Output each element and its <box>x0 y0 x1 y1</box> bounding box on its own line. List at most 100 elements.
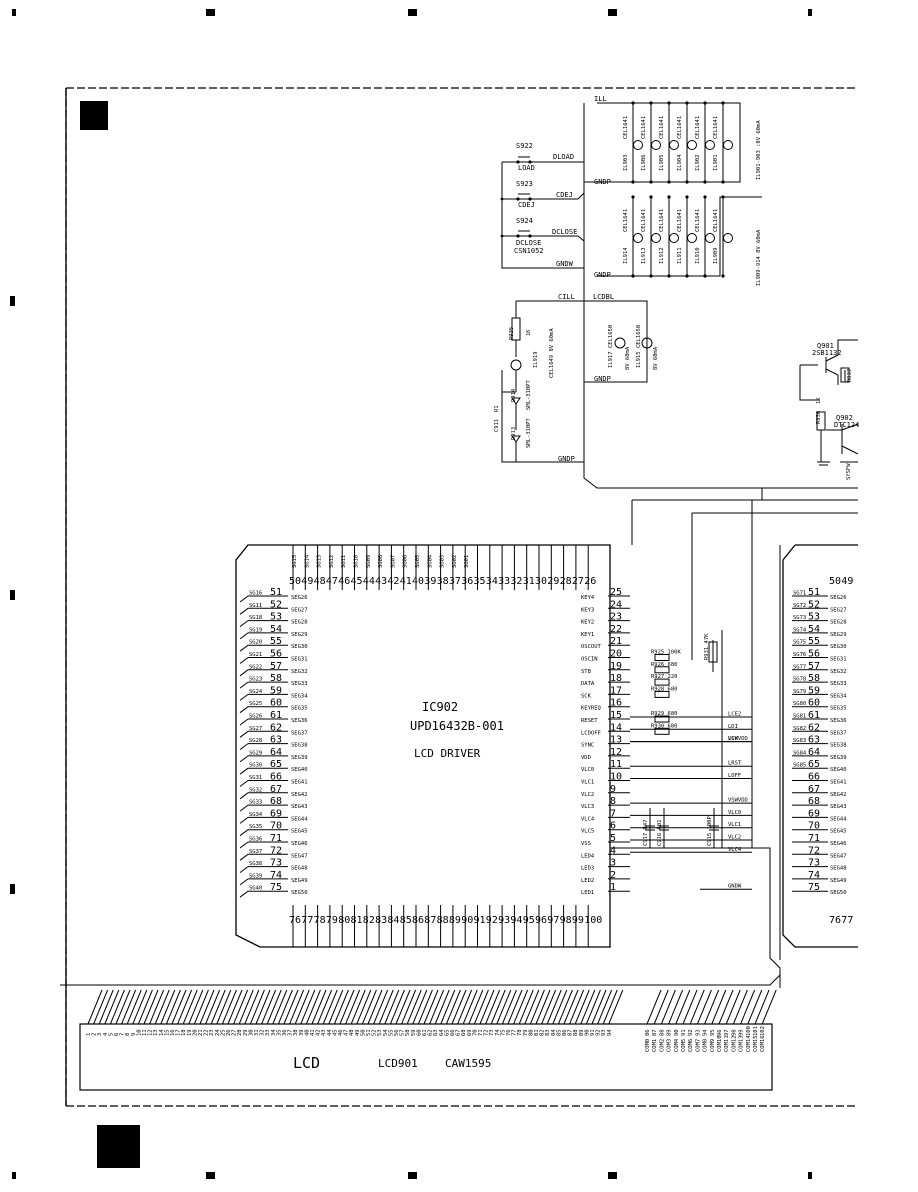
pin-number: 77 <box>301 915 313 926</box>
pin-net-label: SG28 <box>249 738 262 744</box>
pin-number: 84 <box>387 915 399 926</box>
bus-entry <box>239 792 249 800</box>
lcd-com-wire <box>747 989 763 1025</box>
lcd-seg-wire <box>216 989 232 1025</box>
pin-number: 51 <box>808 587 820 598</box>
pin-function: SEG48 <box>830 866 847 872</box>
pin-number: 60 <box>808 698 820 709</box>
lcd-pin-number: 74 <box>495 1029 501 1036</box>
pin-function: SEG29 <box>830 632 847 638</box>
pin-number: 61 <box>808 710 820 721</box>
transistor-q901-ref: Q901 <box>817 342 834 350</box>
lamp-part: CEL1641 <box>695 209 701 232</box>
transistor-q902-part: DTC124 <box>834 421 859 429</box>
lcd-com-wire <box>675 989 691 1025</box>
lcd-pin-number: 71 <box>478 1029 484 1036</box>
lcd-seg-wire <box>451 989 467 1025</box>
lcd-seg-wire <box>462 989 478 1025</box>
lcd-seg-wire <box>227 989 243 1025</box>
resistor-symbol <box>654 727 670 735</box>
lcd-com-number: 87 <box>652 1029 658 1036</box>
pin-net-label: SG23 <box>249 677 262 683</box>
lcd-pin-number: 76 <box>506 1029 512 1036</box>
lcd-pin-number: 43 <box>321 1029 327 1036</box>
pin-number: 58 <box>808 673 820 684</box>
junction-dot <box>721 180 725 184</box>
pin-number: 82 <box>363 915 375 926</box>
lcd-pin-number: 8 <box>125 1033 131 1036</box>
lcd-seg-wire <box>361 989 377 1025</box>
lamp-il917-part: CEL1650 <box>608 325 614 348</box>
pin-number: 44 <box>363 576 375 587</box>
lamp-array-b: IL914CEL1641IL913CEL1641IL912CEL1641IL91… <box>623 195 733 278</box>
lcd-seg-wire <box>182 989 198 1025</box>
lcd-pin-number: 92 <box>596 1029 602 1036</box>
lamp-part: CEL1641 <box>677 116 683 139</box>
pin-function: SEG37 <box>291 730 308 736</box>
lcd-com-label: COM8 <box>703 1039 709 1052</box>
pin-number: 48 <box>314 576 326 587</box>
pin-function: LED3 <box>581 866 594 872</box>
pin-number: 38 <box>437 576 449 587</box>
lcd-com-label: COM14 <box>746 1035 752 1052</box>
pin-function: SEG43 <box>291 804 308 810</box>
switch-lamp-section: IL903CEL1641IL906CEL1641IL905CEL1641IL90… <box>494 95 859 489</box>
lamp-part: CEL1641 <box>659 116 665 139</box>
lcd-com-wire <box>682 989 698 1025</box>
lcd-com-number: 101 <box>753 1026 759 1036</box>
lcd-pin-number: 10 <box>136 1029 142 1036</box>
lcd-label: LCD <box>293 1054 320 1072</box>
lcd-com-number: 100 <box>746 1026 752 1036</box>
net-label: VLC1 <box>728 822 741 828</box>
pin-net-label: SG20 <box>249 640 262 646</box>
resistor-r936-ref: R936 <box>816 411 822 424</box>
resistor-label: R929 680 <box>651 711 678 717</box>
lcd-com-label: COM6 <box>688 1039 694 1052</box>
pin-function: SEG43 <box>830 804 847 810</box>
lcd-com-label: COM0 <box>645 1039 651 1052</box>
lcd-seg-wire <box>311 989 327 1025</box>
resistor-symbol <box>654 678 670 686</box>
lcd-pin-number: 78 <box>517 1029 523 1036</box>
switch-s924-ref: S924 <box>516 217 533 225</box>
lcd-pin-number: 32 <box>260 1029 266 1036</box>
pin-function: SEG46 <box>830 841 847 847</box>
pin-net-label: SG22 <box>249 664 262 670</box>
lcd-com-number: 86 <box>645 1029 651 1036</box>
lcd-pin-number: 61 <box>422 1029 428 1036</box>
pin-net-label: SG73 <box>793 615 806 621</box>
lcd-seg-wire <box>541 989 557 1025</box>
lamp-symbol <box>705 233 715 243</box>
pin-function: SEG30 <box>830 644 847 650</box>
pin-function: SEG47 <box>291 853 308 859</box>
lcd-pin-number: 90 <box>584 1029 590 1036</box>
net-cill: CILL <box>558 293 575 301</box>
lcd-seg-wire <box>205 989 221 1025</box>
lcd-com-wire <box>689 989 705 1025</box>
lcd-pin-number: 77 <box>512 1029 518 1036</box>
pin-number: 4 <box>610 845 616 856</box>
lcd-pin-number: 65 <box>444 1029 450 1036</box>
pin-function: SEG31 <box>291 657 308 663</box>
lcd-seg-wire <box>546 989 562 1025</box>
lcd-seg-wire <box>457 989 473 1025</box>
pin-number: 81 <box>351 915 363 926</box>
lcd-seg-wire <box>557 989 573 1025</box>
pin-number: 9 <box>610 784 616 795</box>
pin-number: 65 <box>808 759 820 770</box>
lcd-pin-number: 26 <box>226 1029 232 1036</box>
pin-function: VSS <box>581 841 591 847</box>
pin-number: 11 <box>610 759 622 770</box>
lcd-com-wire <box>696 989 712 1025</box>
pin-number: 51 <box>270 587 282 598</box>
pin-net-label: SG03 <box>440 555 446 568</box>
lamps-b-note: IL909-914 8V 60mA <box>756 229 762 286</box>
lcd-pin-number: 91 <box>590 1029 596 1036</box>
switch-s922-ref: S922 <box>516 142 533 150</box>
lcd-com-label: COM16 <box>760 1035 766 1052</box>
lcd-pin-number: 27 <box>232 1029 238 1036</box>
bus-entry <box>239 866 249 873</box>
lcd-ref: LCD901 <box>378 1057 418 1070</box>
